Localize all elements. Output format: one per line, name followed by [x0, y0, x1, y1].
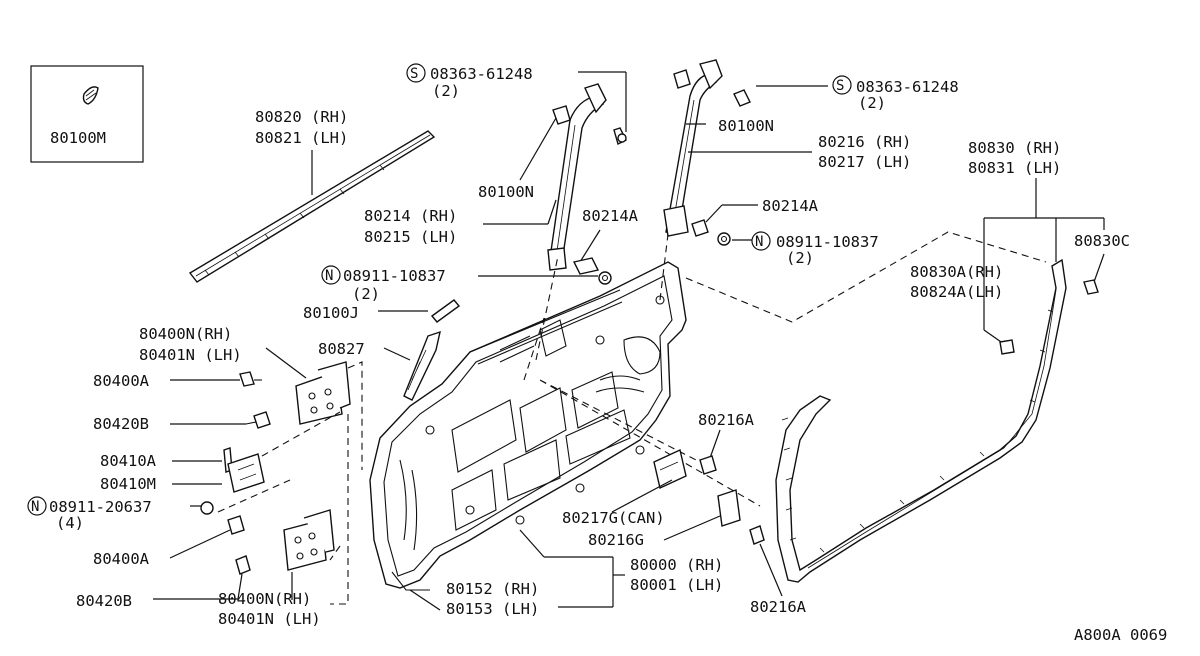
- label-80100N-right: 80100N: [718, 117, 774, 135]
- n-symbol-icon: [27, 496, 47, 516]
- outer-weatherstrip: [188, 130, 436, 283]
- s-symbol-letter: S: [836, 78, 844, 94]
- label-80216A-top: 80216A: [698, 411, 755, 429]
- label-80410M: 80410M: [100, 475, 156, 493]
- bolt-icon: [227, 515, 245, 535]
- label-80401N-top: 80401N (LH): [139, 346, 242, 364]
- bolt-icon: [699, 455, 717, 475]
- clip-icon: [999, 339, 1015, 355]
- label-80830C: 80830C: [1074, 232, 1130, 250]
- nut-icon: [200, 501, 214, 515]
- label-80420B-bot: 80420B: [76, 592, 132, 610]
- screw-icon: [733, 89, 751, 107]
- n-symbol-icon: [321, 265, 341, 285]
- n-symbol-icon: [751, 231, 771, 251]
- label-80215: 80215 (LH): [364, 228, 457, 246]
- label-nut-mid: 08911-10837: [343, 267, 446, 285]
- label-80217G: 80217G(CAN): [562, 509, 665, 527]
- lower-bracket-80216G: [717, 489, 741, 527]
- n-symbol-letter: N: [325, 268, 333, 284]
- label-80216G: 80216G: [588, 531, 644, 549]
- label-80153: 80153 (LH): [446, 600, 539, 618]
- label-80821: 80821 (LH): [255, 129, 348, 147]
- label-80401N-bot: 80401N (LH): [218, 610, 321, 628]
- diagram-code: A800A 0069: [1074, 626, 1167, 644]
- bracket-80827: [403, 330, 441, 401]
- check-link: [227, 453, 265, 493]
- bolt-icon: [235, 555, 251, 575]
- nut-icon: [598, 271, 612, 285]
- door-weatherstrip: [775, 258, 1067, 583]
- label-80214A-left: 80214A: [582, 207, 639, 225]
- label-screw-left-qty: (2): [432, 82, 460, 100]
- label-80217: 80217 (LH): [818, 153, 911, 171]
- label-80214: 80214 (RH): [364, 207, 457, 225]
- n-symbol-letter: N: [31, 499, 39, 515]
- label-80152: 80152 (RH): [446, 580, 539, 598]
- label-80400A-top: 80400A: [93, 372, 150, 390]
- label-80410A: 80410A: [100, 452, 157, 470]
- bolt-icon: [691, 219, 709, 237]
- upper-hinge: [295, 361, 351, 425]
- label-80001: 80001 (LH): [630, 576, 723, 594]
- label-screw-left: 08363-61248: [430, 65, 533, 83]
- inset-box: 80100M: [30, 65, 144, 163]
- label-80000: 80000 (RH): [630, 556, 723, 574]
- clip-icon: [552, 105, 571, 125]
- emblem-clip-icon: [82, 86, 99, 105]
- label-80827: 80827: [318, 340, 365, 358]
- bolt-icon: [239, 371, 255, 387]
- bolt-icon: [253, 411, 271, 429]
- label-80400N-bot: 80400N(RH): [218, 590, 311, 608]
- nut-icon: [717, 232, 731, 246]
- lower-hinge: [283, 509, 335, 571]
- label-screw-right: 08363-61248: [856, 78, 959, 96]
- lower-sash-bracket: [653, 449, 687, 489]
- label-80216: 80216 (RH): [818, 133, 911, 151]
- label-nut-mid-qty: (2): [352, 285, 380, 303]
- label-80830A: 80830A(RH): [910, 263, 1003, 281]
- s-symbol-letter: S: [410, 66, 418, 82]
- s-symbol-icon: [406, 63, 426, 83]
- label-80100N-left: 80100N: [478, 183, 534, 201]
- label-80216A-bot: 80216A: [750, 598, 807, 616]
- label-80400A-bot: 80400A: [93, 550, 150, 568]
- s-symbol-icon: [832, 75, 852, 95]
- label-nut-right: 08911-10837: [776, 233, 879, 251]
- label-80820: 80820 (RH): [255, 108, 348, 126]
- label-80100J: 80100J: [303, 304, 359, 322]
- label-80400N-top: 80400N(RH): [139, 325, 232, 343]
- label-screw-right-qty: (2): [858, 94, 886, 112]
- label-nut-hinge-qty: (4): [56, 514, 84, 532]
- label-80830: 80830 (RH): [968, 139, 1061, 157]
- rear-sash: [663, 59, 751, 237]
- label-80214A-right: 80214A: [762, 197, 819, 215]
- inset-label: 80100M: [50, 129, 106, 147]
- label-nut-right-qty: (2): [786, 249, 814, 267]
- bolt-icon: [749, 525, 765, 545]
- clip-icon: [1083, 279, 1099, 295]
- label-80831: 80831 (LH): [968, 159, 1061, 177]
- front-sash: [547, 83, 627, 271]
- label-nut-hinge: 08911-20637: [49, 498, 152, 516]
- label-80824A: 80824A(LH): [910, 283, 1003, 301]
- trim-clip-icon: [430, 299, 461, 323]
- n-symbol-letter: N: [755, 234, 763, 250]
- label-80420B-top: 80420B: [93, 415, 149, 433]
- clip-icon: [673, 69, 691, 89]
